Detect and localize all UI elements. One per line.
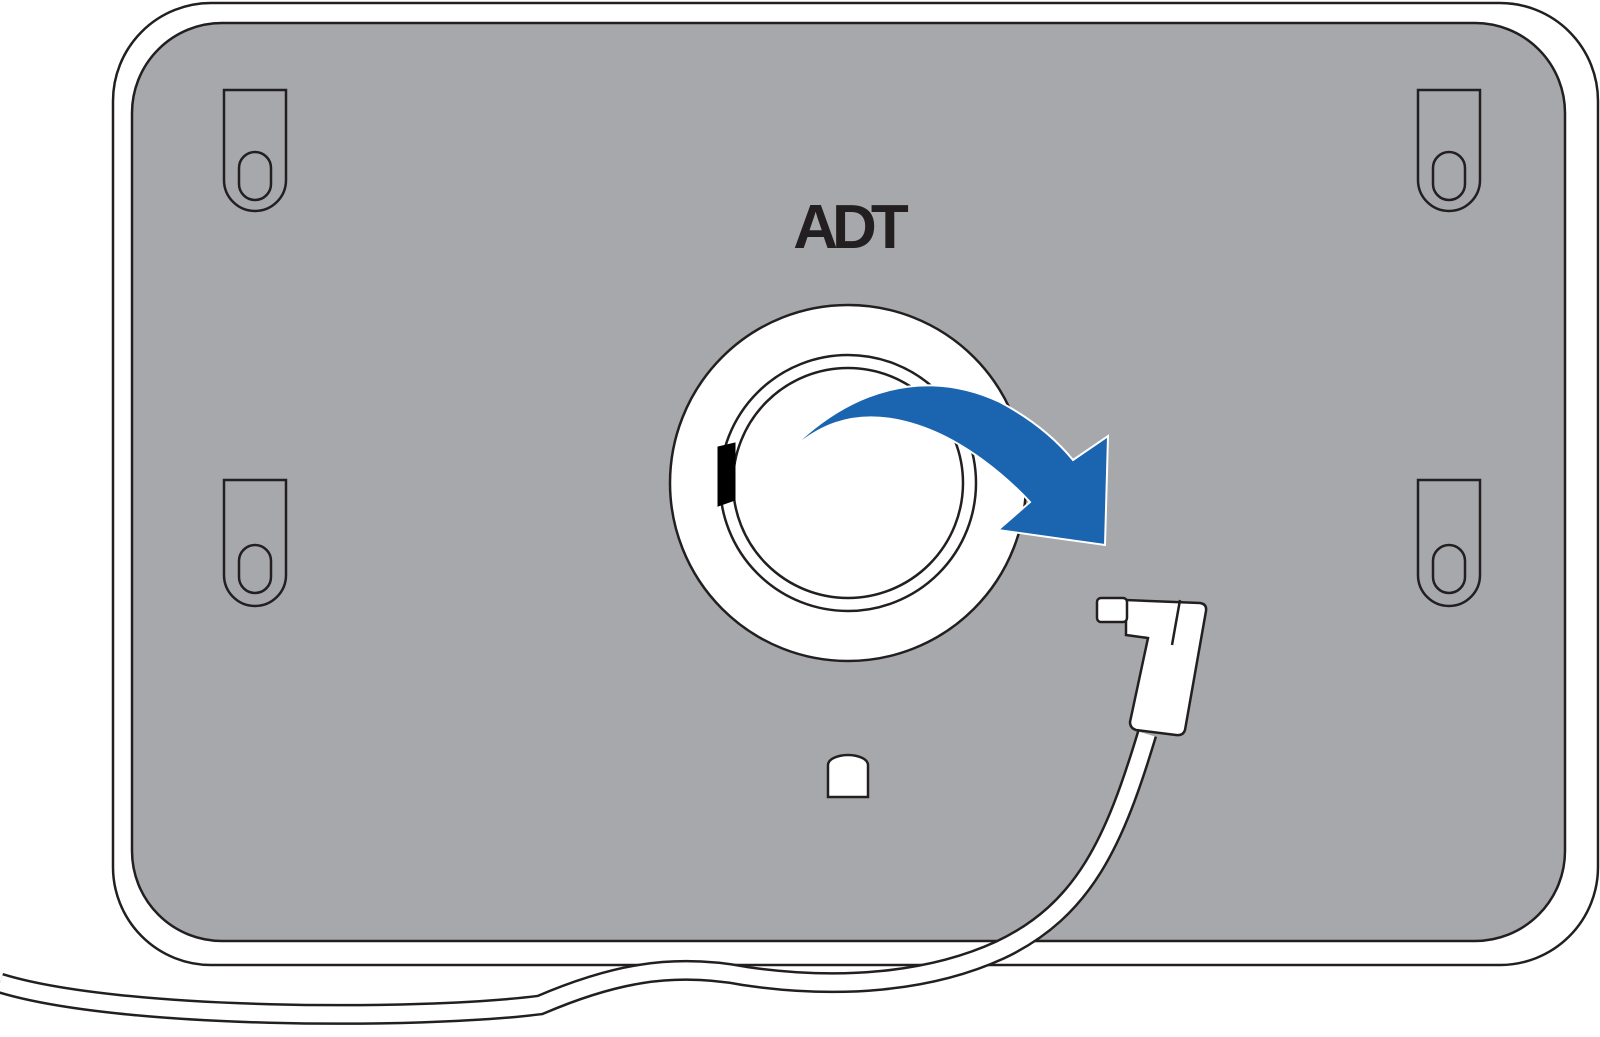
plug-body xyxy=(1124,598,1208,737)
adt-logo: ADT xyxy=(793,193,909,262)
right-angle-plug-icon xyxy=(1095,596,1208,737)
plug-seam xyxy=(1170,599,1182,646)
keyhole-slot-top-right xyxy=(1416,88,1482,213)
keyhole-slot-bottom-right xyxy=(1416,478,1482,608)
clockwise-arrow-icon xyxy=(753,384,1110,547)
keyhole-slot-bottom-left xyxy=(222,478,288,608)
bottom-mount-tab xyxy=(826,753,870,799)
knob-notch-marker xyxy=(717,442,736,507)
plug-tip xyxy=(1095,596,1129,624)
power-cable-core xyxy=(0,731,1155,1023)
keyhole-slot-top-left xyxy=(222,88,288,213)
rotating-knob xyxy=(668,303,1028,663)
